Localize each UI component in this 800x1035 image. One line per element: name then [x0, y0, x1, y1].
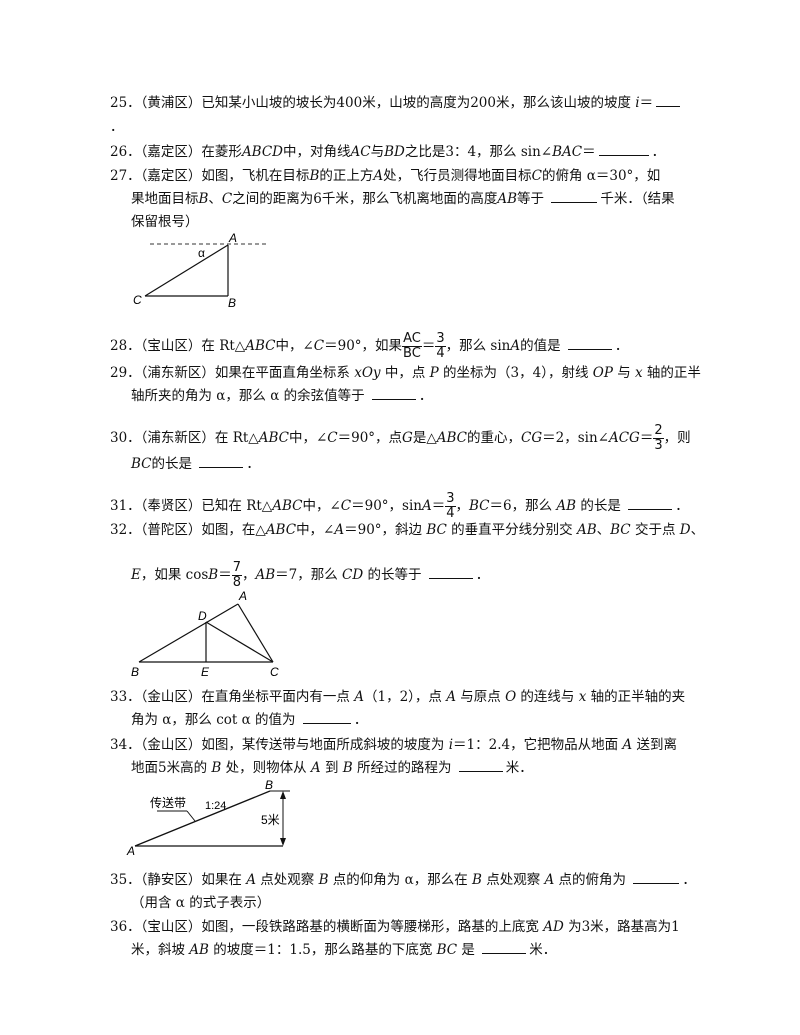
q33-line1: 33．（金山区）在直角坐标平面内有一点 A（1，2），点 A 与原点 O 的连线… [110, 689, 686, 705]
segment-dc [205, 621, 274, 663]
answer-blank [598, 154, 649, 156]
label-a: A [228, 231, 237, 245]
q25-line1: 25．（黄浦区）已知某小山坡的坡长为400米，山坡的高度为200米，那么该山坡的… [110, 94, 683, 112]
answer-blank [551, 201, 598, 203]
label-a: A [126, 844, 135, 858]
label-b: B [228, 296, 236, 310]
segment-ac [237, 603, 274, 663]
q34-figure: 传送带 1:24 5米 A B [126, 779, 290, 858]
q29-line2: 轴所夹的角为 α，那么 α 的余弦值等于 ． [131, 388, 433, 404]
q34-line1: 34．（金山区）如图，某传送带与地面所成斜坡的坡度为 i＝1：2.4，它把物品从… [110, 737, 677, 753]
q34-line2: 地面5米高的 B 处，则物体从 A 到 B 所经过的路程为 米． [131, 760, 533, 776]
segment-ba [138, 603, 239, 663]
q25-line2: ． [110, 119, 124, 135]
label-b: B [131, 665, 139, 679]
answer-blank [199, 466, 244, 468]
q32-figure: A B C D E [131, 589, 279, 679]
label-c: C [133, 293, 142, 307]
answer-blank [567, 348, 612, 350]
answer-blank [633, 882, 680, 884]
label-b: B [265, 779, 273, 792]
segment-ca [144, 244, 229, 297]
conveyor-belt [134, 790, 271, 847]
q32-line1: 32．（普陀区）如图，在△ABC中，∠A＝90°，斜边 BC 的垂直平分线分别交… [110, 522, 705, 538]
belt-label-leader [186, 810, 196, 822]
height-label: 5米 [261, 813, 280, 827]
q27-line2: 果地面目标B、C之间的距离为6千米，那么飞机离地面的高度AB等于 千米．（结果 [131, 191, 675, 207]
q36-line2: 米，斜坡 AB 的坡度＝1：1.5，那么路基的下底宽 BC 是 米． [131, 942, 557, 958]
q27-figure: A B C α [133, 231, 267, 310]
belt-label: 传送带 [150, 795, 186, 810]
q35-line2: （用含 α 的式子表示） [131, 895, 271, 911]
label-e: E [201, 665, 210, 679]
q27-line3: 保留根号） [131, 214, 199, 230]
answer-blank [656, 105, 681, 107]
answer-blank [482, 952, 527, 954]
q27-line1: 27．（嘉定区）如图，飞机在目标B的正上方A处，飞行员测得地面目标C的俯角 α＝… [110, 168, 661, 184]
q33-line2: 角为 α，那么 cot α 的值为 ． [131, 712, 368, 728]
answer-blank [371, 398, 416, 400]
q30-line1: 30．（浦东新区）在 Rt△ABC中，∠C＝90°，点G是△ABC的重心，CG＝… [110, 423, 691, 453]
q26: 26．（嘉定区）在菱形ABCD中，对角线AC与BD之比是3：4，那么 sin∠B… [110, 144, 666, 160]
label-a: A [238, 589, 247, 603]
label-alpha: α [198, 246, 205, 260]
answer-blank [428, 577, 473, 579]
answer-blank [628, 508, 673, 510]
arrow-down-icon [280, 838, 286, 846]
answer-blank [458, 770, 503, 772]
label-d: D [198, 609, 207, 623]
answer-blank [302, 722, 351, 724]
q29-line1: 29．（浦东新区）如果在平面直角坐标系 xOy 中，点 P 的坐标为（3，4），… [110, 365, 701, 381]
q30-line2: BC的长是 ． [131, 456, 260, 472]
ratio-label: 1:24 [205, 800, 226, 812]
arrow-up-icon [280, 791, 286, 799]
q35-line1: 35．（静安区）如果在 A 点处观察 B 点的仰角为 α，那么在 B 点处观察 … [110, 872, 696, 888]
q36-line1: 36．（宝山区）如图，一段铁路路基的横断面为等腰梯形，路基的上底宽 AD 为3米… [110, 919, 680, 935]
label-c: C [270, 665, 279, 679]
